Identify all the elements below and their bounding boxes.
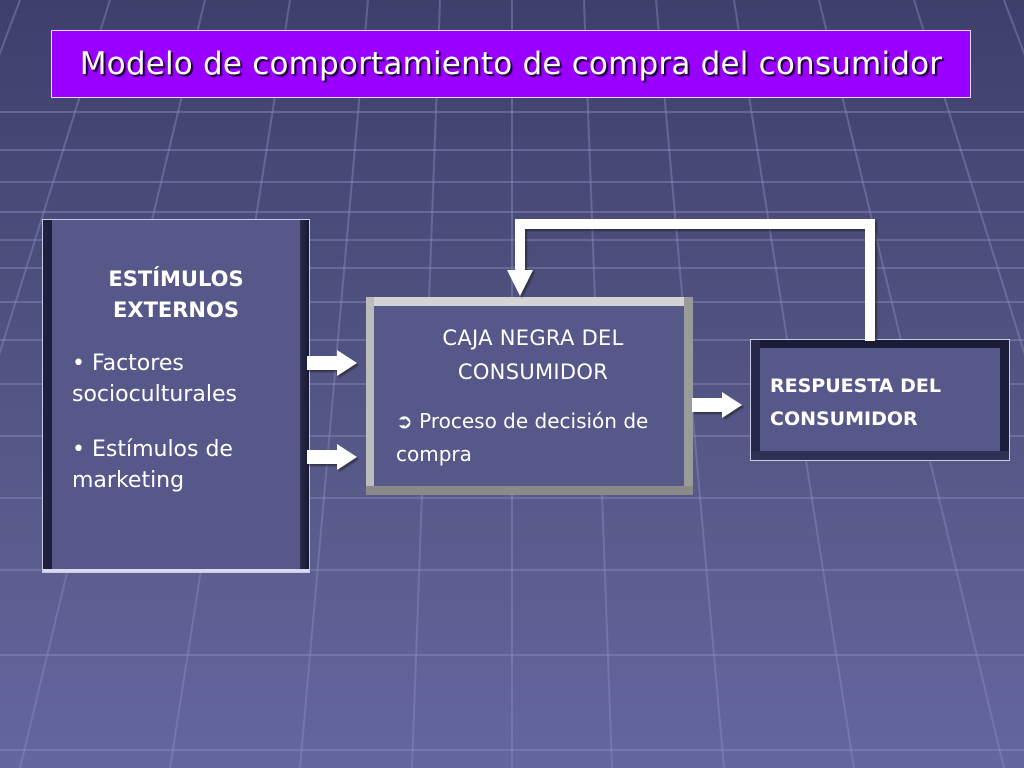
- black-box-heading: CAJA NEGRA DEL CONSUMIDOR: [442, 326, 624, 384]
- slide-title: Modelo de comportamiento de compra del c…: [79, 46, 943, 82]
- response-text: RESPUESTA DEL CONSUMIDOR: [770, 375, 941, 430]
- stimuli-item-sociocultural: • Factores socioculturales: [72, 351, 237, 407]
- arrow-bullet-icon: ➲: [396, 409, 413, 433]
- consumer-response-box: RESPUESTA DEL CONSUMIDOR: [750, 339, 1010, 461]
- consumer-black-box: CAJA NEGRA DEL CONSUMIDOR ➲ Proceso de d…: [366, 297, 693, 495]
- black-box-item: ➲ Proceso de decisión de compra: [396, 405, 676, 471]
- title-banner: Modelo de comportamiento de compra del c…: [51, 30, 971, 98]
- stimuli-item-marketing: • Estímulos de marketing: [72, 437, 233, 493]
- black-box-item-text: Proceso de decisión de compra: [396, 409, 649, 466]
- external-stimuli-box: ESTÍMULOS EXTERNOS • Factores sociocultu…: [42, 219, 310, 573]
- external-stimuli-heading: ESTÍMULOS EXTERNOS: [108, 267, 244, 322]
